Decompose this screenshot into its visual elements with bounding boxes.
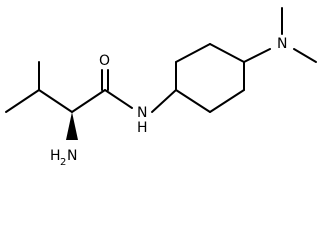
stereo-wedge-bond bbox=[66, 112, 78, 140]
ring-bond-2 bbox=[175, 43, 211, 63]
bond-ring-nme2 bbox=[243, 48, 271, 63]
ring-bond-3 bbox=[209, 43, 245, 63]
amide-nitrogen-label: N bbox=[137, 105, 147, 121]
bond-carbonyl-n bbox=[104, 89, 133, 109]
dimethylamino-nitrogen-label: N bbox=[277, 36, 287, 52]
ring-bond-5 bbox=[209, 89, 245, 113]
bond-isopropyl-alpha bbox=[38, 89, 73, 113]
bond-methyl-b bbox=[5, 89, 40, 113]
oxygen-label: O bbox=[99, 53, 110, 69]
bond-n-methyl-right bbox=[293, 48, 317, 63]
bond-alpha-carbonyl bbox=[71, 89, 106, 113]
amino-nitrogen-label: N bbox=[67, 148, 77, 164]
amide-hydrogen-label: H bbox=[137, 120, 148, 136]
bond-n-ring bbox=[151, 89, 177, 113]
amino-subscript-label: 2 bbox=[60, 157, 66, 168]
ring-bond-6 bbox=[175, 89, 211, 113]
amino-hydrogen-label: H bbox=[50, 148, 61, 164]
chemical-structure: O N H H 2 N N bbox=[5, 7, 317, 168]
